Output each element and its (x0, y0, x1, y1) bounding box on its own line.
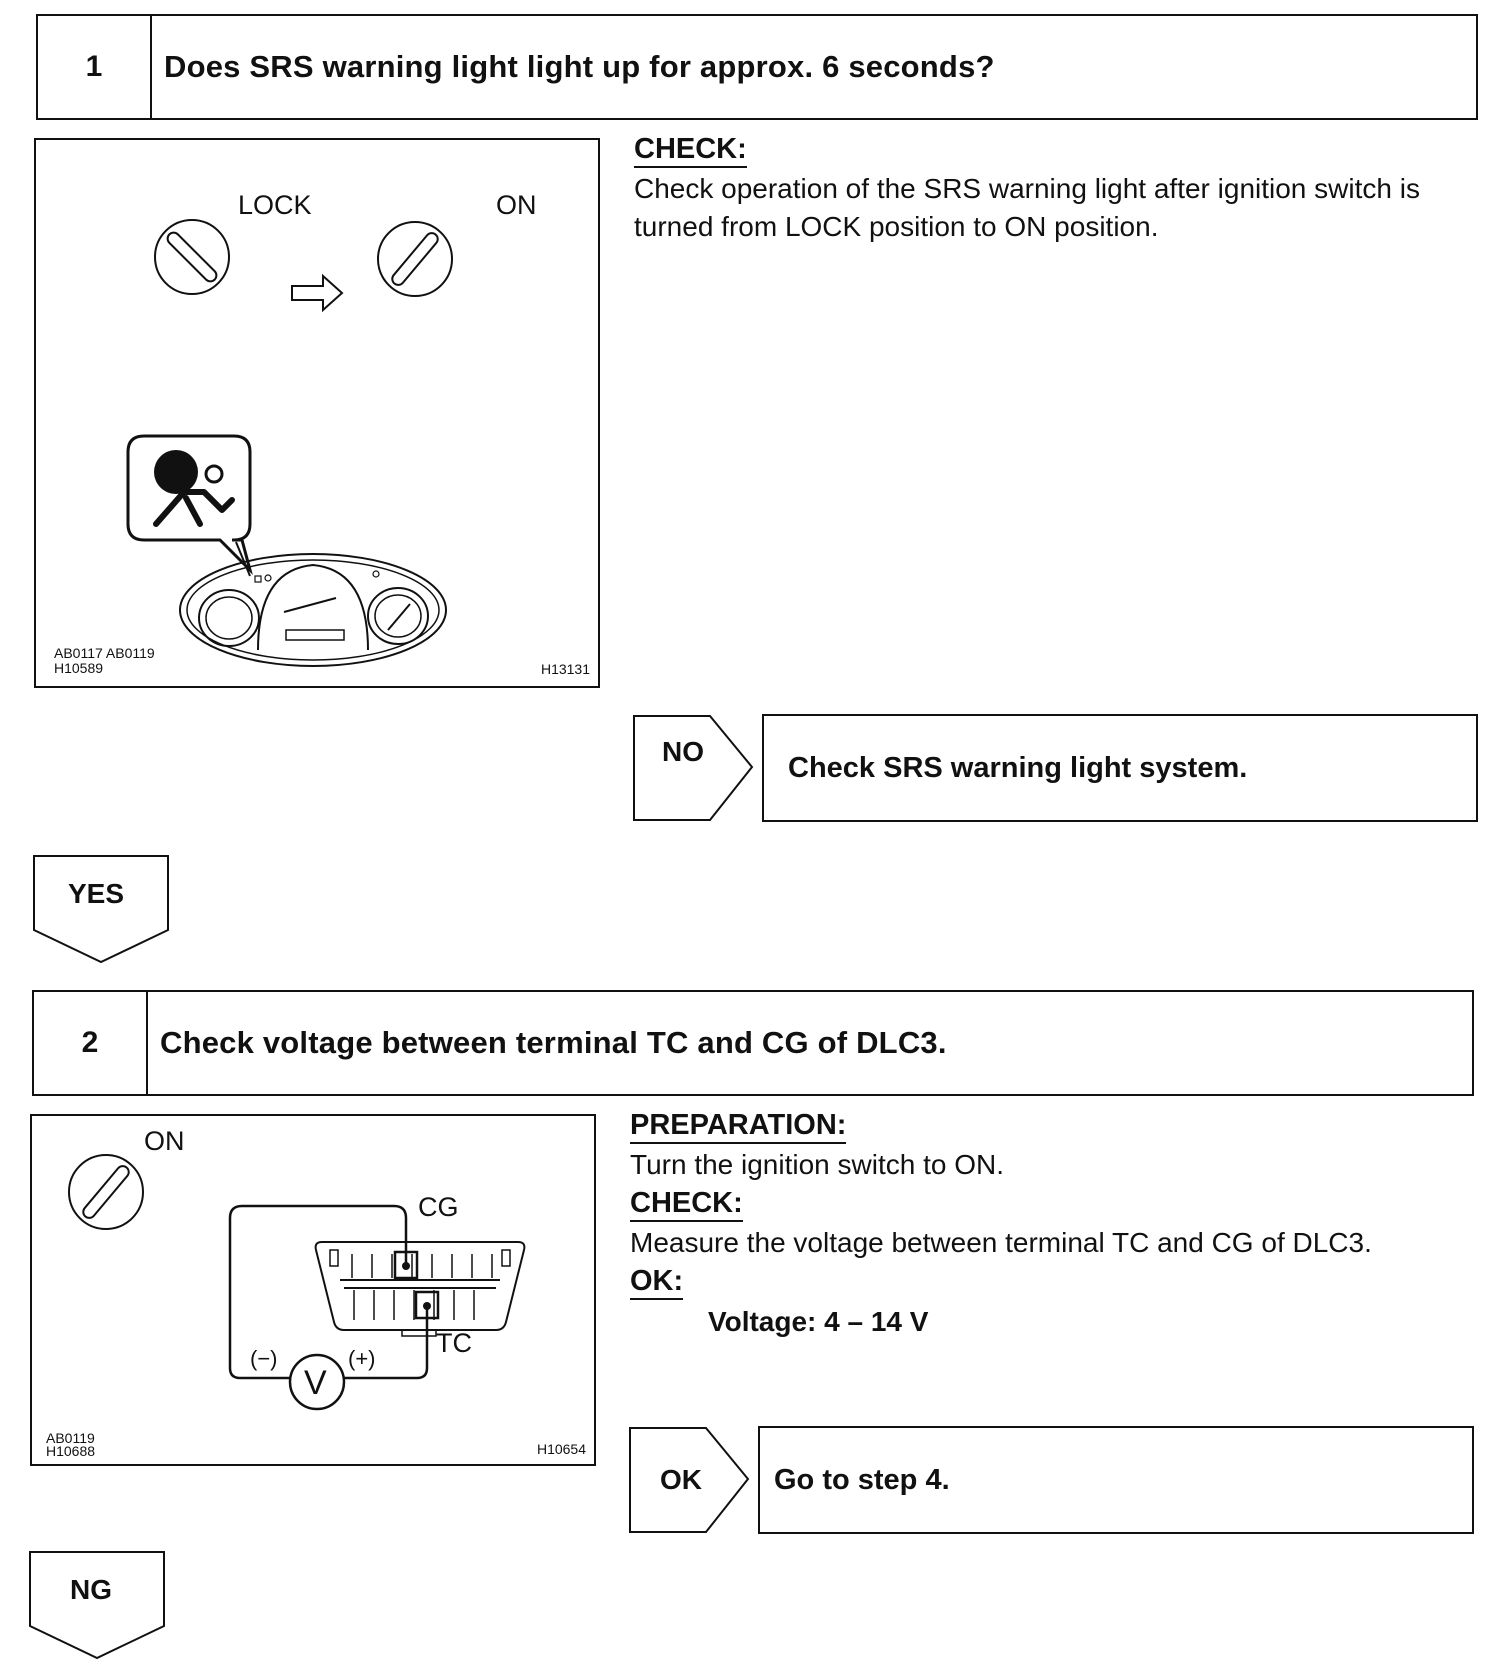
test-leads (228, 1204, 429, 1380)
step-2-figure: ON CG TC (−) (+) V AB0119 H10688 H10654 (30, 1114, 596, 1466)
ok-label: OK (660, 1464, 702, 1495)
step-1-no-branch: NO (632, 714, 756, 824)
step-1-header: 1 Does SRS warning light light up for ap… (36, 14, 1478, 120)
ok-result-box: Go to step 4. (758, 1426, 1474, 1534)
yes-arrow-down-icon (33, 855, 169, 964)
label-on: ON (144, 1126, 185, 1156)
step-1-check-text: Check operation of the SRS warning light… (634, 173, 1420, 242)
ignition-warning-illustration (126, 219, 453, 667)
instrument-cluster-icon (179, 553, 447, 667)
step-2-ok-heading: OK: (630, 1264, 684, 1300)
label-plus: (+) (348, 1346, 376, 1371)
step-2-preparation-heading: PREPARATION: (630, 1108, 847, 1144)
label-lock: LOCK (238, 190, 312, 220)
step-2-header: 2 Check voltage between terminal TC and … (32, 990, 1474, 1096)
label-minus: (−) (250, 1346, 278, 1371)
step-1-check-heading: CHECK: (634, 132, 747, 168)
no-label: NO (662, 736, 704, 767)
label-volt: V (304, 1364, 327, 1402)
dlc3-connector-icon (314, 1241, 526, 1337)
label-tc: TC (436, 1328, 472, 1358)
no-arrow-icon (633, 715, 754, 821)
step-2-ok-branch: OK (628, 1426, 752, 1536)
ng-label: NG (70, 1574, 112, 1605)
voltmeter-icon (288, 1353, 346, 1411)
step-1-figure: LOCK ON AB0117 AB0119 H10589 H13131 (34, 138, 600, 688)
arrow-right-icon (291, 273, 344, 313)
figure-code-left-line2: H10688 (46, 1443, 96, 1459)
figure-code-left-line1: AB0119 (46, 1430, 95, 1446)
figure-code-right: H10654 (536, 1441, 586, 1457)
no-result-box: Check SRS warning light system. (762, 714, 1478, 822)
step-1-title: Does SRS warning light light up for appr… (164, 49, 995, 84)
step-2-ng-branch: NG (28, 1550, 168, 1662)
step-2-ok-spec: Voltage: 4 – 14 V (708, 1306, 929, 1337)
step-2-check-heading: CHECK: (630, 1186, 743, 1222)
yes-label: YES (68, 878, 125, 909)
step-2-title: Check voltage between terminal TC and CG… (160, 1025, 947, 1060)
ignition-on-icon (377, 221, 453, 297)
srs-warning-light-icon (126, 434, 253, 576)
figure-code-left: AB0117 AB0119 H10589 (54, 646, 155, 676)
ng-arrow-down-icon (29, 1551, 165, 1660)
step-2-preparation-text: Turn the ignition switch to ON. (630, 1149, 1005, 1180)
ok-arrow-icon (629, 1427, 750, 1533)
step-1-number: 1 (38, 16, 152, 118)
figure-code-left: AB0119 H10688 (46, 1430, 96, 1459)
figure-code-left-line1: AB0117 AB0119 (54, 645, 155, 661)
step-2-number: 2 (34, 992, 148, 1094)
figure-code-left-line2: H10589 (54, 660, 104, 676)
step-2-check-text: Measure the voltage between terminal TC … (630, 1227, 1372, 1258)
dlc3-voltage-diagram (68, 1154, 526, 1411)
label-cg: CG (418, 1192, 459, 1222)
figure-code-right: H13131 (540, 661, 590, 677)
label-on: ON (496, 190, 537, 220)
step-1-yes-branch: YES (32, 854, 172, 966)
ignition-lock-icon (154, 219, 230, 295)
ignition-on-icon (68, 1154, 144, 1230)
